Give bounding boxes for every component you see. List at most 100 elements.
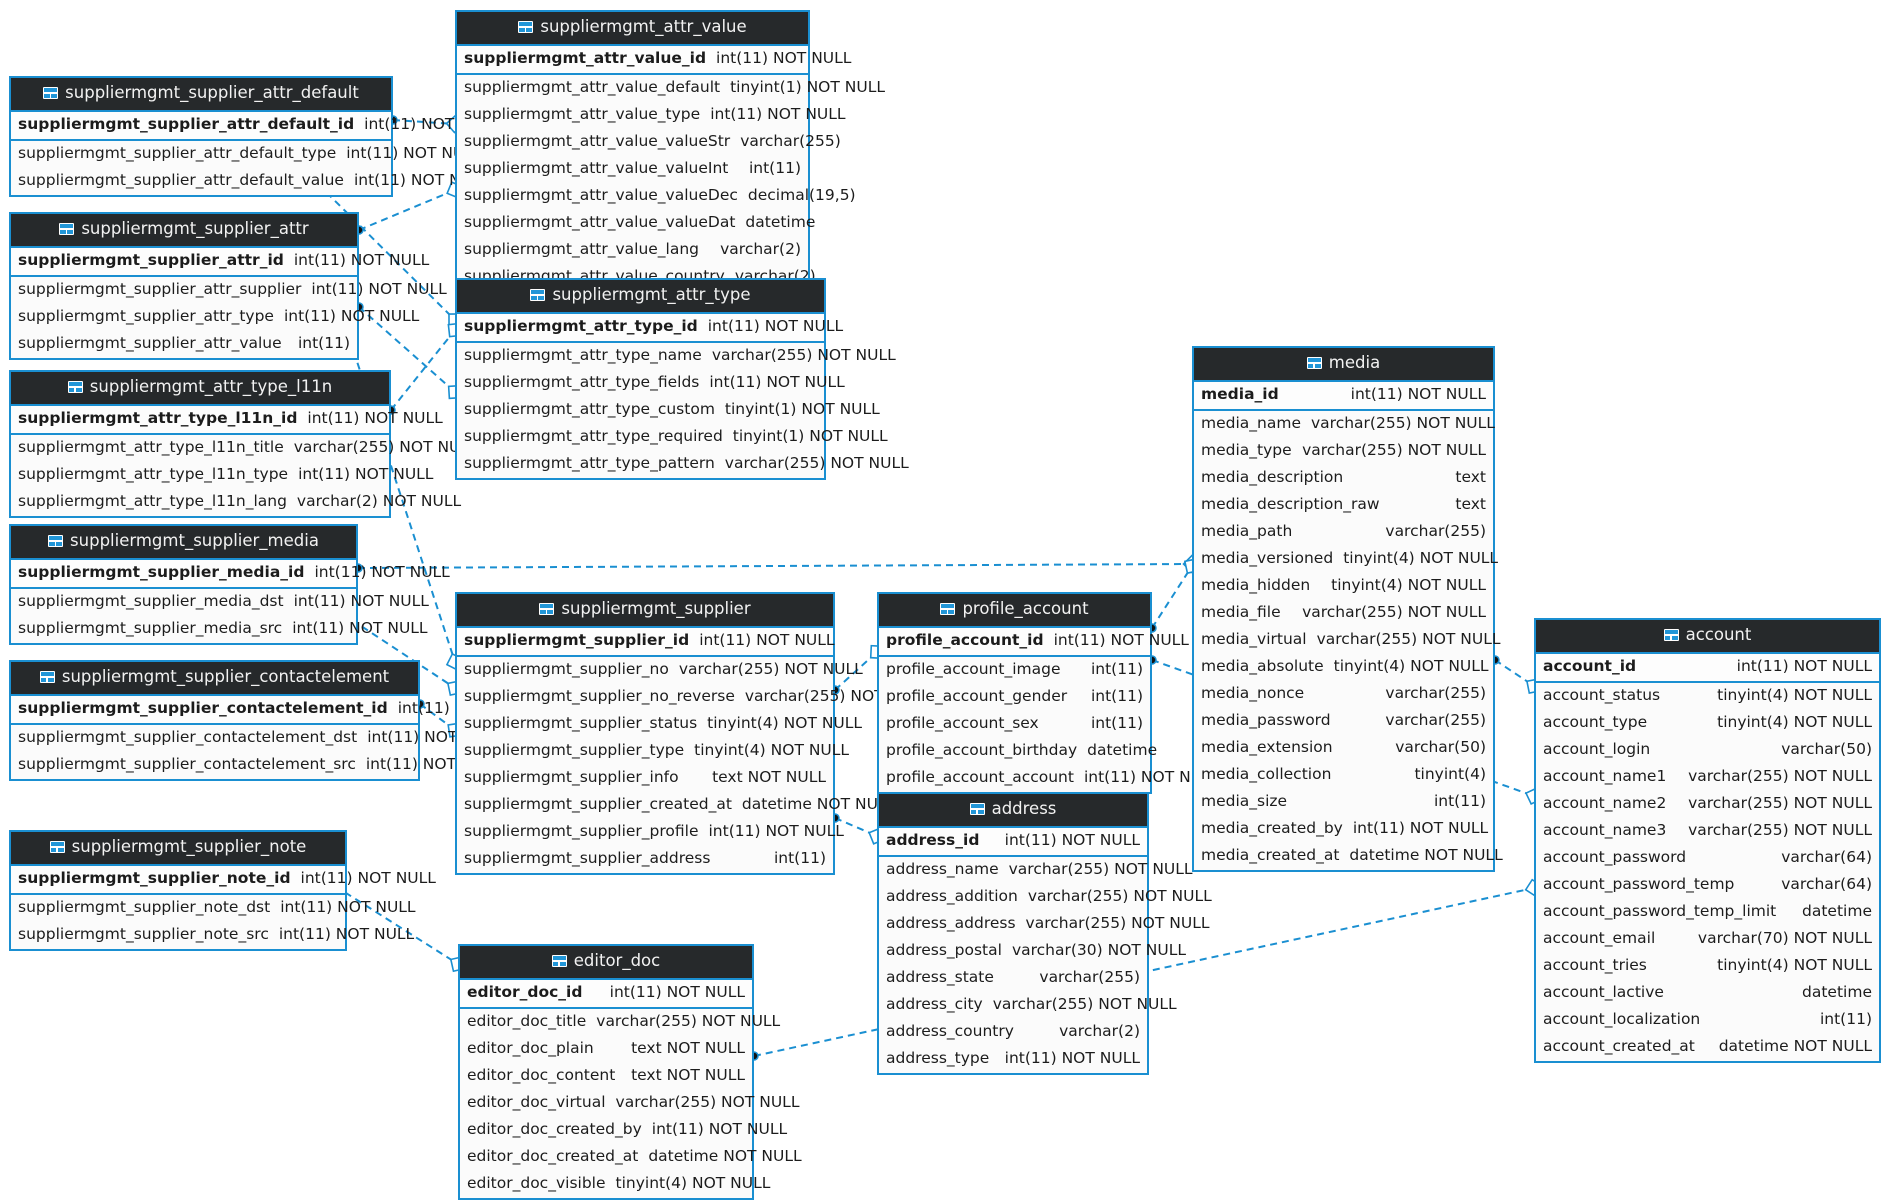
field-row[interactable]: suppliermgmt_supplier_contactelement_src… — [11, 752, 501, 779]
field-row[interactable]: suppliermgmt_supplier_attr_default_value… — [11, 168, 489, 195]
field-row[interactable]: suppliermgmt_supplier_contactelement_dst… — [11, 725, 503, 752]
